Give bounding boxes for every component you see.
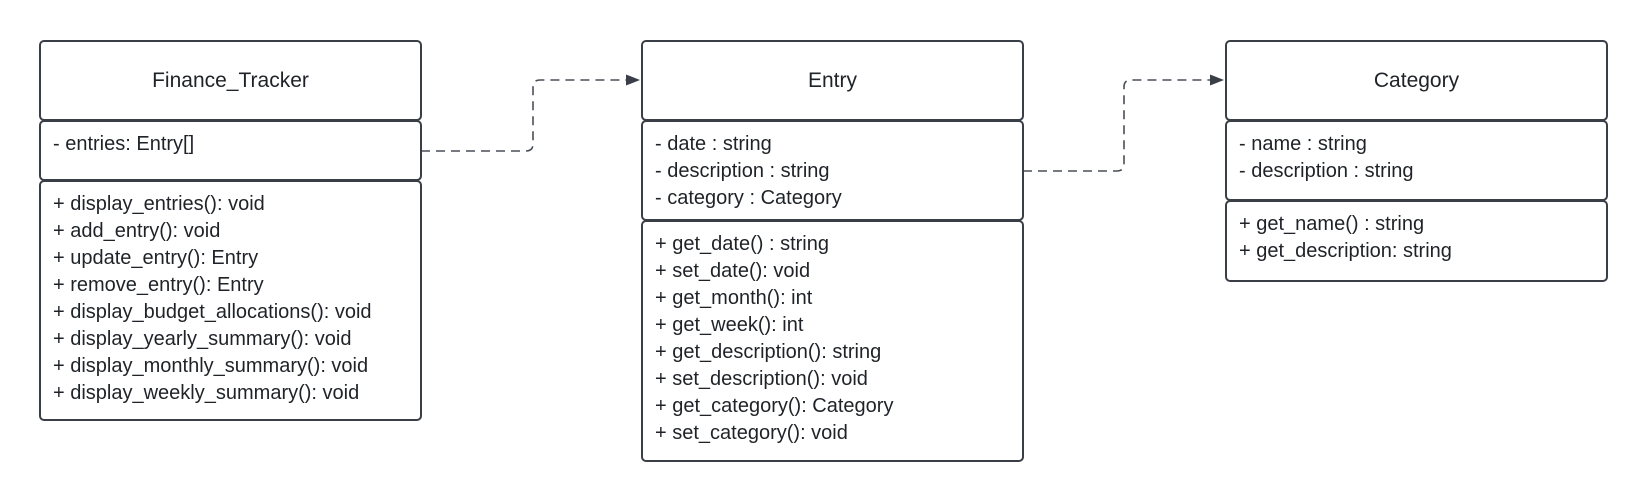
class-entry-name: Entry <box>807 68 857 92</box>
attribute: - category : Category <box>655 187 842 209</box>
attribute: - name : string <box>1239 133 1367 155</box>
method: + set_description(): void <box>655 368 868 390</box>
attribute: - date : string <box>655 133 772 155</box>
method: + set_date(): void <box>655 260 811 282</box>
class-entry-header: Entry <box>641 40 1024 121</box>
class-category-header: Category <box>1225 40 1608 121</box>
dependency-arrowhead-entry <box>626 74 640 86</box>
class-entry[interactable]: Entry - date : string - description : st… <box>641 40 1024 462</box>
attribute: - entries: Entry[] <box>53 133 195 155</box>
dependency-entry-to-category <box>1023 79 1210 172</box>
method: + display_yearly_summary(): void <box>53 328 352 350</box>
class-entry-attributes: - date : string - description : string -… <box>641 120 1024 221</box>
class-category-attributes: - name : string - description : string <box>1225 120 1608 201</box>
method: + display_monthly_summary(): void <box>53 355 369 377</box>
method: + get_date() : string <box>655 233 829 255</box>
class-finance-tracker-methods: + display_entries(): void + add_entry():… <box>39 180 422 421</box>
attribute: - description : string <box>1239 160 1414 182</box>
method: + get_category(): Category <box>655 395 894 417</box>
class-category-name: Category <box>1373 68 1460 92</box>
class-finance-tracker[interactable]: Finance_Tracker - entries: Entry[] + dis… <box>39 40 422 421</box>
class-entry-methods: + get_date() : string + set_date(): void… <box>641 220 1024 462</box>
method: + update_entry(): Entry <box>53 247 259 269</box>
method: + get_description(): string <box>655 341 882 363</box>
method: + get_name() : string <box>1239 213 1425 235</box>
class-finance-tracker-header: Finance_Tracker <box>39 40 422 121</box>
method: + remove_entry(): Entry <box>53 274 264 296</box>
method: + set_category(): void <box>655 422 848 444</box>
method: + display_weekly_summary(): void <box>53 382 360 404</box>
class-category[interactable]: Category - name : string - description :… <box>1225 40 1608 282</box>
method: + get_week(): int <box>655 314 804 336</box>
dependency-arrowhead-category <box>1210 74 1224 86</box>
method: + add_entry(): void <box>53 220 221 242</box>
class-finance-tracker-name: Finance_Tracker <box>152 68 309 92</box>
attribute: - description : string <box>655 160 830 182</box>
method: + get_month(): int <box>655 287 813 309</box>
class-category-methods: + get_name() : string + get_description:… <box>1225 200 1608 282</box>
method: + display_entries(): void <box>53 193 265 215</box>
method: + get_description: string <box>1239 240 1452 262</box>
class-finance-tracker-attributes: - entries: Entry[] <box>39 120 422 181</box>
method: + display_budget_allocations(): void <box>53 301 372 323</box>
dependency-finance-tracker-to-entry <box>421 79 626 152</box>
